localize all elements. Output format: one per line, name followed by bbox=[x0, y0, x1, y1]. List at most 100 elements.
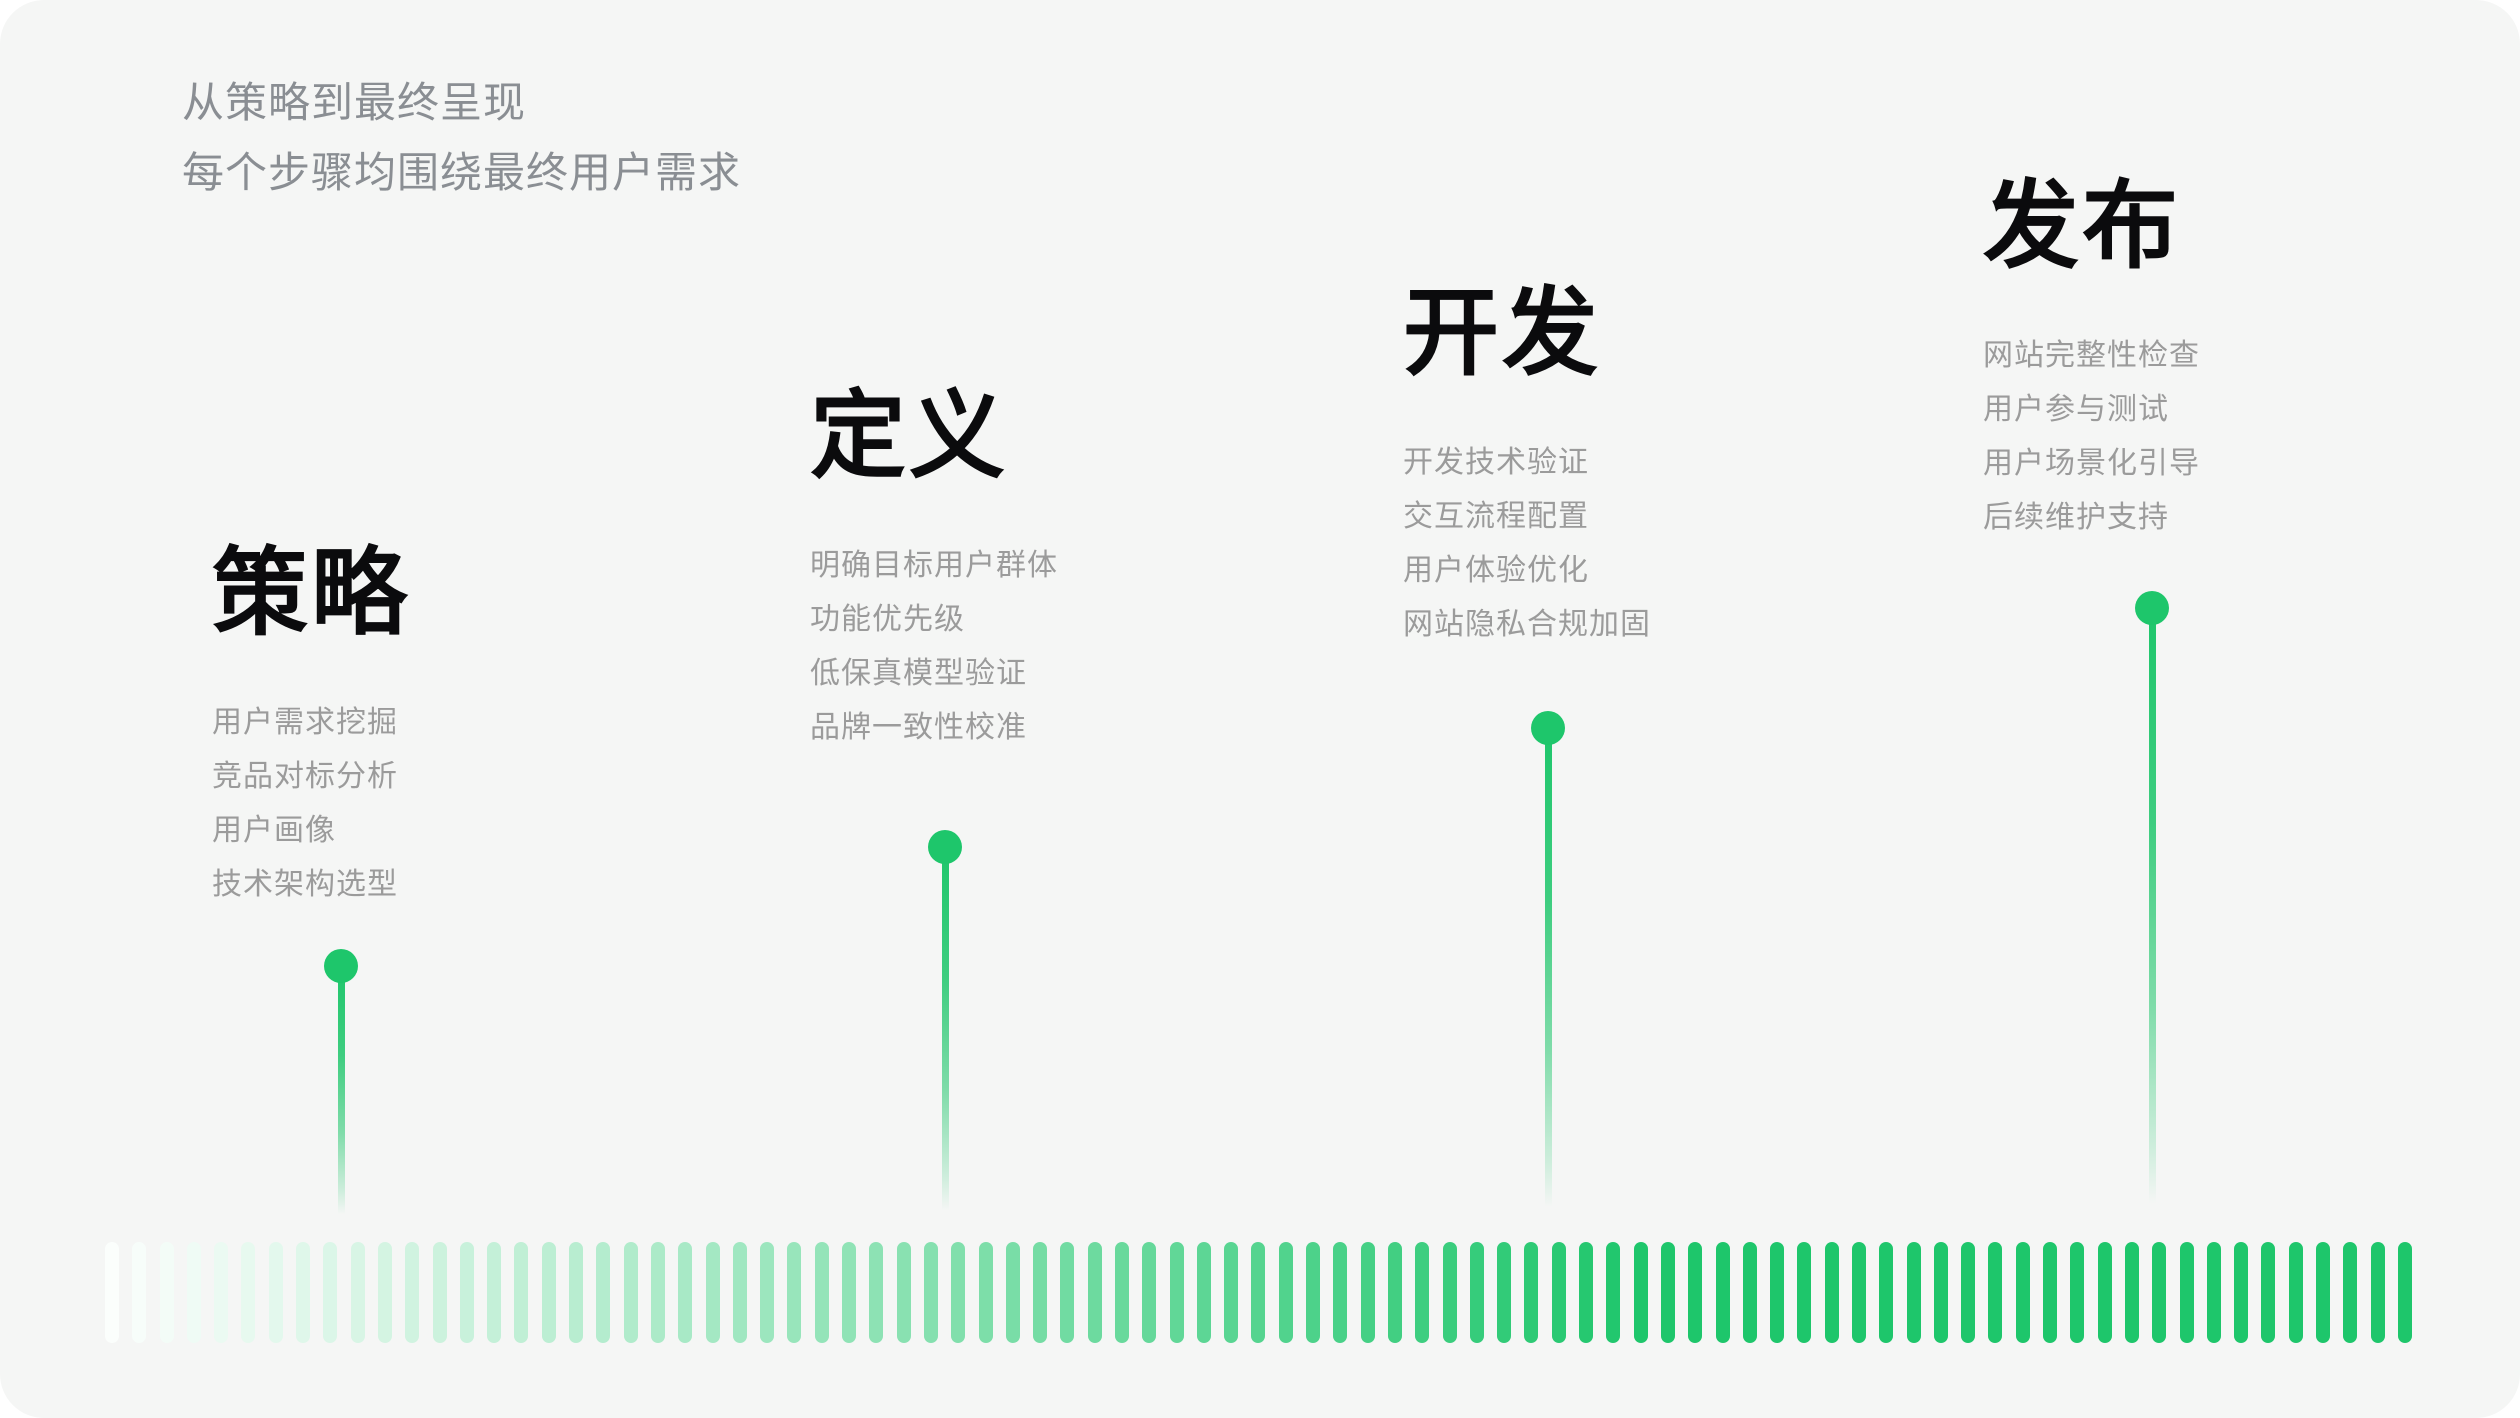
stage-item: 明确目标用户群体 bbox=[810, 549, 1058, 582]
wave-bar bbox=[105, 1242, 119, 1343]
wave-bar bbox=[459, 1242, 474, 1343]
wave-bar bbox=[732, 1242, 747, 1343]
wave-bar bbox=[1988, 1242, 2003, 1343]
wave-bar bbox=[650, 1242, 665, 1343]
wave-bar bbox=[678, 1242, 693, 1343]
wave-bar bbox=[241, 1242, 256, 1343]
wave-bar bbox=[350, 1242, 365, 1343]
wave-bar bbox=[1797, 1242, 1812, 1343]
wave-bar bbox=[1906, 1242, 1921, 1343]
wave-bar bbox=[1824, 1242, 1839, 1343]
milestone-dot-strategy bbox=[324, 949, 358, 983]
milestone-line-define bbox=[942, 847, 949, 1222]
stage-item: 用户场景化引导 bbox=[1983, 447, 2200, 480]
milestone-dot-launch bbox=[2135, 591, 2169, 625]
stage-title-define: 定义 bbox=[810, 383, 1008, 490]
wave-bar bbox=[923, 1242, 938, 1343]
wave-bar bbox=[159, 1242, 174, 1343]
stage-item: 后续维护支持 bbox=[1983, 501, 2169, 534]
wave-bar bbox=[377, 1242, 392, 1343]
wave-bar bbox=[1688, 1242, 1703, 1343]
wave-bar bbox=[2070, 1242, 2085, 1343]
stage-item: 技术架构选型 bbox=[212, 868, 398, 901]
wave-bar bbox=[405, 1242, 420, 1343]
stage-item-list: 用户需求挖掘 竞品对标分析 用户画像 技术架构选型 bbox=[212, 696, 772, 912]
wave-bar bbox=[1660, 1242, 1675, 1343]
stage-column-define: 定义 明确目标用户群体 功能优先级 低保真模型验证 品牌一致性校准 bbox=[810, 387, 1370, 755]
wave-bar bbox=[1469, 1242, 1484, 1343]
wave-bar bbox=[1114, 1242, 1129, 1343]
wave-bar bbox=[1770, 1242, 1785, 1343]
wave-bar bbox=[1933, 1242, 1948, 1343]
wave-bar bbox=[2261, 1242, 2276, 1343]
wave-bar bbox=[432, 1242, 447, 1343]
stage-item: 功能优先级 bbox=[810, 603, 965, 636]
stage-item: 开发技术验证 bbox=[1403, 446, 1589, 479]
stage-item: 用户体验优化 bbox=[1403, 554, 1589, 587]
wave-bar bbox=[569, 1242, 584, 1343]
stage-item: 用户参与测试 bbox=[1983, 393, 2169, 426]
wave-bar bbox=[1278, 1242, 1293, 1343]
wave-bar bbox=[1442, 1242, 1457, 1343]
milestone-dot-develop bbox=[1531, 711, 1565, 745]
wave-bar bbox=[1524, 1242, 1539, 1343]
wave-bar bbox=[623, 1242, 638, 1343]
wave-bar bbox=[951, 1242, 966, 1343]
wave-bar bbox=[896, 1242, 911, 1343]
stage-item: 低保真模型验证 bbox=[810, 657, 1027, 690]
wave-bar bbox=[1387, 1242, 1402, 1343]
page-subtitle-line2: 每个步骤均围绕最终用户需求 bbox=[182, 149, 742, 196]
wave-bar bbox=[2206, 1242, 2221, 1343]
wave-bar bbox=[186, 1242, 201, 1343]
wave-bar bbox=[1196, 1242, 1211, 1343]
stage-item: 网站完整性检查 bbox=[1983, 339, 2200, 372]
wave-bar bbox=[2097, 1242, 2112, 1343]
wave-bar bbox=[2043, 1242, 2058, 1343]
wave-bar bbox=[1306, 1242, 1321, 1343]
wave-bar bbox=[2397, 1242, 2412, 1343]
wave-bar bbox=[2234, 1242, 2249, 1343]
milestone-line-strategy bbox=[338, 966, 345, 1222]
page-subtitle: 从策略到最终呈现 每个步骤均围绕最终用户需求 bbox=[182, 68, 741, 208]
milestone-dot-define bbox=[928, 830, 962, 864]
wave-bar bbox=[487, 1242, 502, 1343]
wave-bar bbox=[1060, 1242, 1075, 1343]
wave-bar bbox=[814, 1242, 829, 1343]
stage-item-list: 明确目标用户群体 功能优先级 低保真模型验证 品牌一致性校准 bbox=[810, 539, 1370, 755]
wave-bar bbox=[1852, 1242, 1866, 1343]
stage-title-strategy: 策略 bbox=[212, 540, 410, 647]
wave-bar bbox=[1715, 1242, 1730, 1343]
wave-bar bbox=[1551, 1242, 1566, 1343]
wave-bar bbox=[842, 1242, 857, 1343]
wave-bar bbox=[296, 1242, 311, 1343]
stage-item: 用户需求挖掘 bbox=[212, 706, 398, 739]
wave-bar bbox=[2124, 1242, 2139, 1343]
stage-item: 网站隐私合规加固 bbox=[1403, 608, 1651, 641]
wave-bar bbox=[978, 1242, 993, 1343]
wave-bar bbox=[1169, 1242, 1184, 1343]
stage-column-develop: 开发 开发技术验证 交互流程配置 用户体验优化 网站隐私合规加固 bbox=[1403, 284, 1963, 652]
wave-bar bbox=[323, 1242, 338, 1343]
wave-bar bbox=[596, 1242, 611, 1343]
page-subtitle-line1: 从策略到最终呈现 bbox=[182, 79, 527, 126]
wave-bar bbox=[132, 1242, 147, 1343]
wave-bar bbox=[2152, 1242, 2167, 1343]
wave-bar bbox=[1224, 1242, 1239, 1343]
wave-bar bbox=[1142, 1242, 1157, 1343]
wave-bar bbox=[514, 1242, 529, 1343]
wave-bar bbox=[1005, 1242, 1020, 1343]
wave-bar bbox=[1497, 1242, 1512, 1343]
milestone-line-develop bbox=[1545, 728, 1552, 1222]
wave-bar bbox=[2370, 1242, 2385, 1343]
stage-item: 竞品对标分析 bbox=[212, 760, 398, 793]
wave-bar bbox=[2179, 1242, 2194, 1343]
wave-bar bbox=[1033, 1242, 1048, 1343]
wave-bar bbox=[1087, 1242, 1102, 1343]
stage-item: 用户画像 bbox=[212, 814, 336, 847]
wave-bar bbox=[2343, 1242, 2358, 1343]
wave-bar bbox=[1633, 1242, 1648, 1343]
wave-bar bbox=[268, 1242, 283, 1343]
stage-item: 品牌一致性校准 bbox=[810, 711, 1027, 744]
wave-bar bbox=[2015, 1242, 2030, 1343]
